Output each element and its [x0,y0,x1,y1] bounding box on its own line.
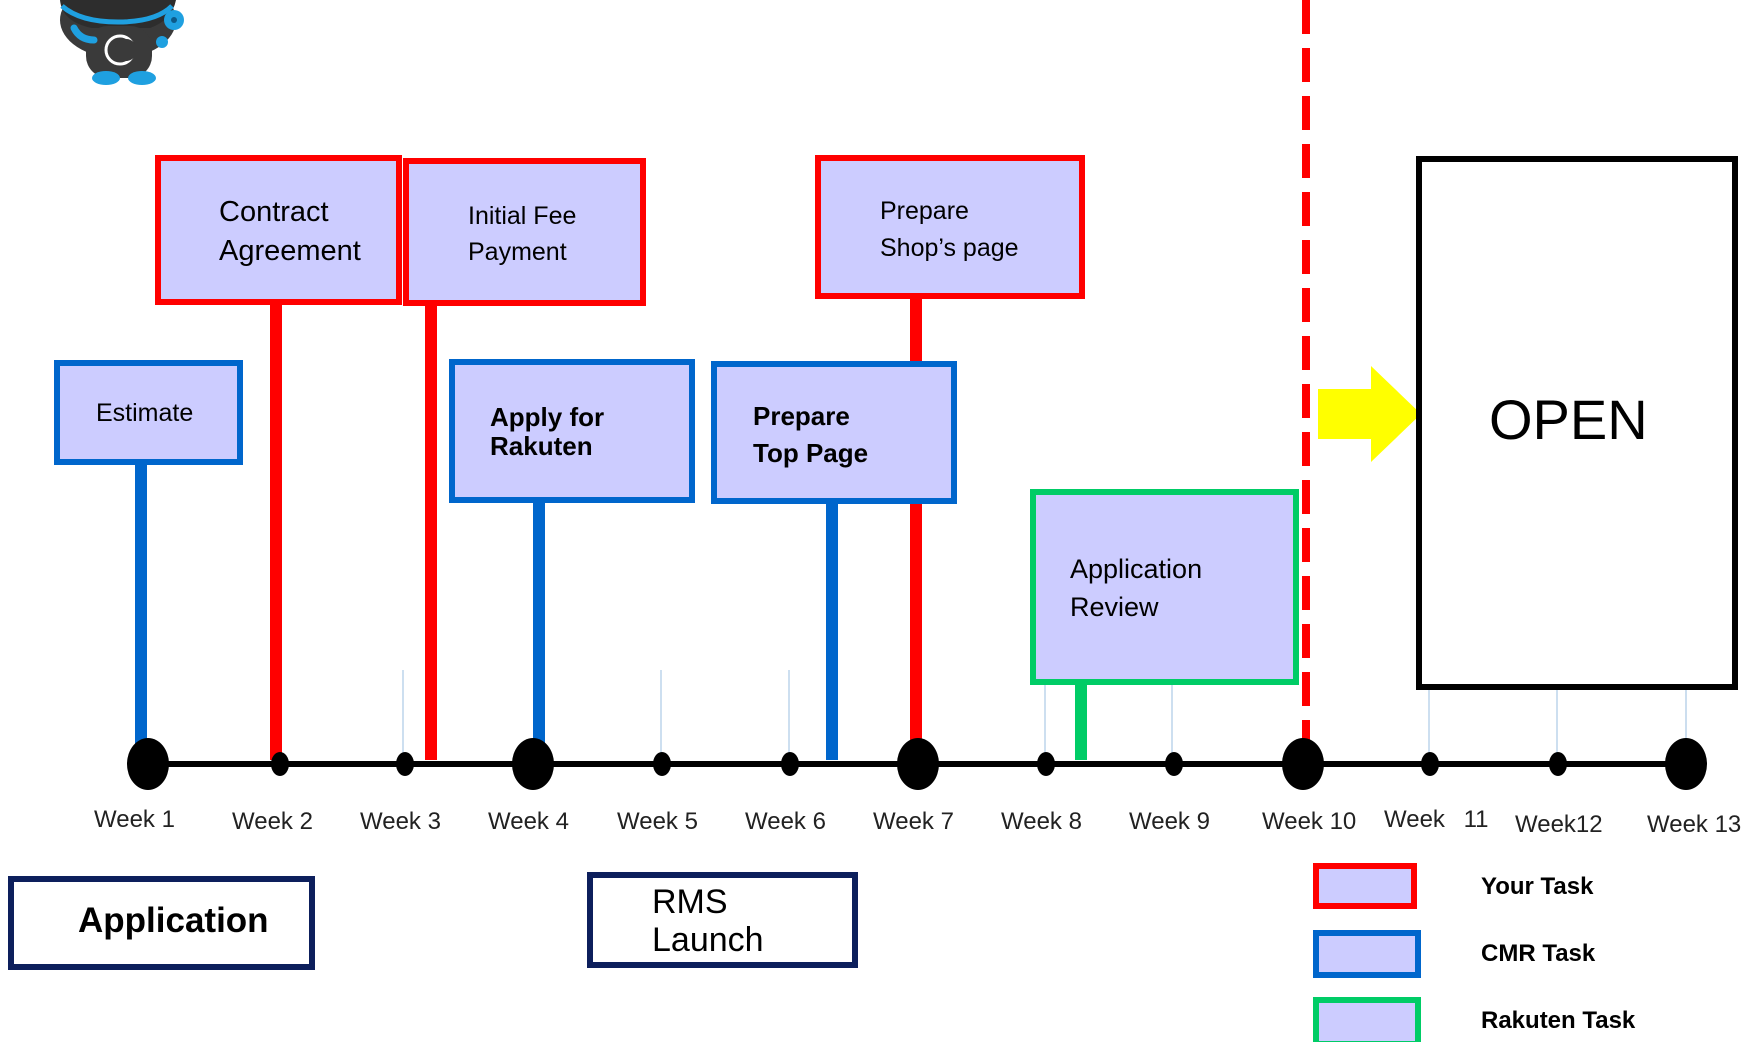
apply-for-rakuten-label: Apply for Rakuten [490,402,605,461]
prepare-top-page-box [711,361,957,504]
apply-for-rakuten-box [449,359,695,503]
week-marker [1282,738,1324,790]
legend-label-your-task: Your Task [1481,873,1594,900]
estimate-box [54,360,243,465]
mascot-cat-icon [60,0,184,85]
application-review-label: Application Review [1070,554,1203,622]
week-label: Week 10 [1262,808,1357,835]
prepare-top-page-label: Prepare Top Page [753,401,869,468]
yellow-arrow-icon [1318,366,1421,462]
week-markers [127,738,1707,790]
week-label: Week 7 [873,808,954,835]
week-label: Week 6 [745,808,826,835]
initial-fee-payment-label: Initial Fee Payment [468,202,577,266]
week-label: Week 1 [94,806,175,833]
week-marker [512,738,554,790]
legend-label-cmr-task: CMR Task [1481,940,1596,967]
application-phase-box [8,876,315,970]
open-label: OPEN [1489,388,1648,451]
week-marker [127,738,169,790]
week-marker [653,752,671,776]
week-marker [396,752,414,776]
week-marker [897,738,939,790]
week-marker [1665,738,1707,790]
week-label: Week 5 [617,808,698,835]
week-label: Week 3 [360,808,441,835]
estimate-label: Estimate [96,399,194,427]
week-label: Week 13 [1647,811,1742,838]
application-review-box [1030,489,1299,685]
application-phase-label: Application [78,901,269,940]
rms-launch-phase-label: RMS Launch [652,883,764,959]
week-label: Week 11 [1384,806,1489,833]
rms-launch-phase-box [587,872,858,968]
open-box [1416,156,1738,690]
contract-agreement-label: Contract Agreement [219,196,361,267]
week-label: Week 9 [1129,808,1210,835]
week-label: Week 2 [232,808,313,835]
week-marker [1165,752,1183,776]
week-marker [1549,752,1567,776]
prepare-shops-page-box [815,155,1085,299]
week-marker [1037,752,1055,776]
legend-swatch-rakuten-task [1313,997,1421,1042]
week-label: Week12 [1515,811,1603,838]
legend-swatch-cmr-task [1313,930,1421,978]
week-label: Week 4 [488,808,569,835]
contract-agreement-box [155,155,402,305]
initial-fee-payment-box [403,158,646,306]
legend-label-rakuten-task: Rakuten Task [1481,1007,1636,1034]
week-label: Week 8 [1001,808,1082,835]
legend-swatch-your-task [1313,863,1417,909]
week-marker [271,752,289,776]
prepare-shops-page-label: Prepare Shop’s page [880,197,1019,262]
week-marker [1421,752,1439,776]
week-marker [781,752,799,776]
